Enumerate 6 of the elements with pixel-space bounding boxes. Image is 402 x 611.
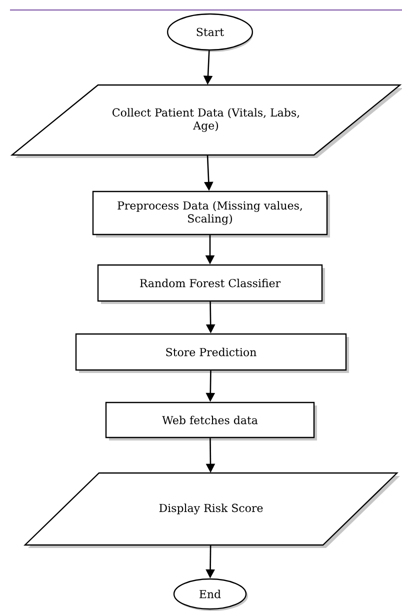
- process-box: Web fetches data: [105, 402, 317, 440]
- terminal-oval: End: [173, 578, 248, 611]
- process-box: Store Prediction: [75, 333, 349, 373]
- process-box: Random Forest Classifier: [97, 264, 325, 304]
- process-box: Preprocess Data (Missing values, Scaling): [92, 190, 330, 238]
- terminal-oval: Start: [166, 13, 254, 52]
